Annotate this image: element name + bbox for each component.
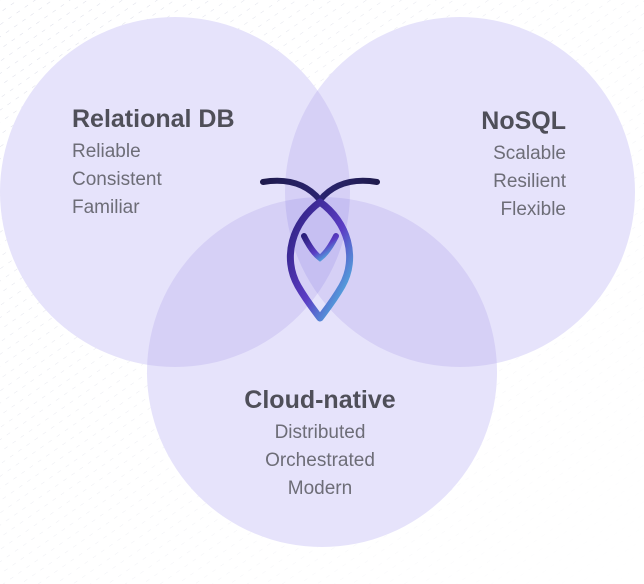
item-cloud-2: Orchestrated (265, 450, 375, 471)
title-cloud-native: Cloud-native (244, 386, 396, 414)
overlap-relational-cloud (147, 197, 350, 367)
item-relational-2: Consistent (72, 169, 162, 190)
item-nosql-2: Resilient (493, 171, 566, 192)
label-cloud-native: Cloud-native Distributed Orchestrated Mo… (200, 383, 440, 503)
label-relational: Relational DB Reliable Consistent Famili… (72, 102, 235, 222)
item-nosql-3: Flexible (500, 199, 566, 220)
item-relational-3: Familiar (72, 197, 140, 218)
item-cloud-1: Distributed (274, 422, 366, 443)
label-nosql: NoSQL Scalable Resilient Flexible (481, 104, 566, 224)
insect-leaf-logo-icon (260, 177, 380, 322)
overlap-nosql-cloud (285, 197, 497, 367)
item-nosql-1: Scalable (493, 143, 566, 164)
item-cloud-3: Modern (287, 478, 353, 499)
title-relational: Relational DB (72, 105, 235, 133)
title-nosql: NoSQL (481, 107, 566, 135)
item-relational-1: Reliable (72, 141, 141, 162)
